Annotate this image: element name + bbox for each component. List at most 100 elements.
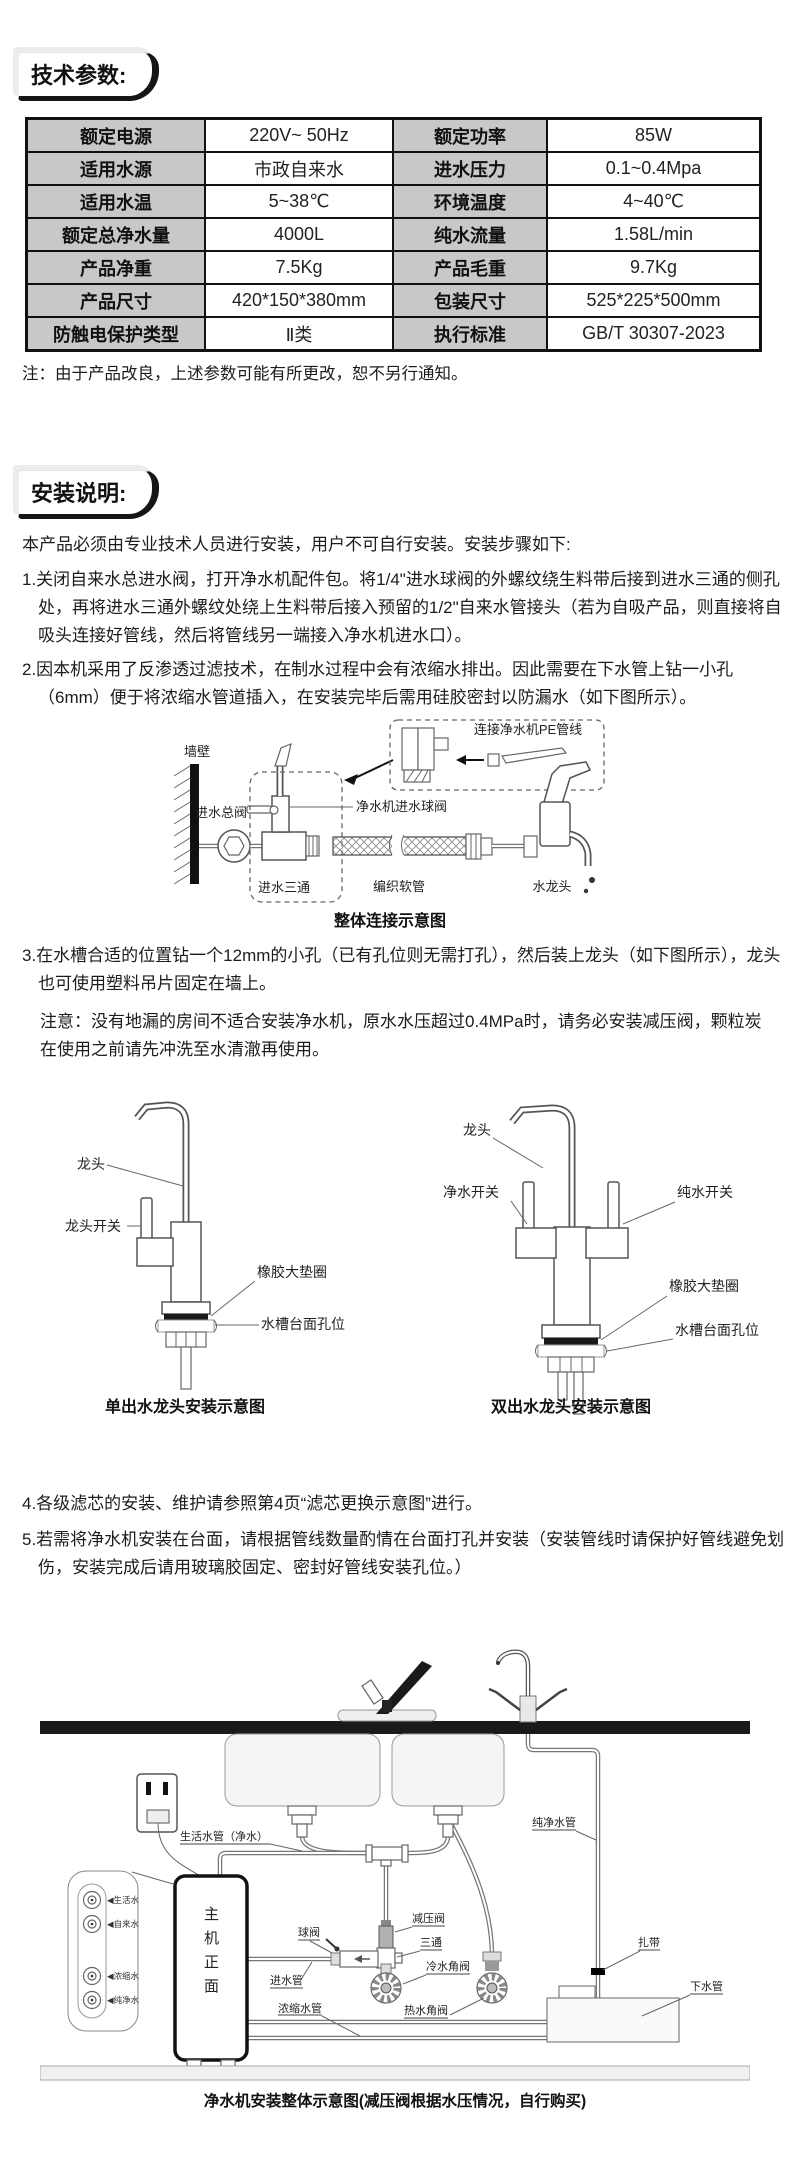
param-value: 85W: [547, 119, 760, 152]
param-label: 执行标准: [393, 317, 547, 350]
purer-switch-label: 纯水开关: [677, 1184, 733, 1200]
life-pipe-label: 生活水管（净水）: [180, 1829, 268, 1843]
install-step-4: 4.各级滤芯的安装、维护请参照第4页“滤芯更换示意图”进行。: [22, 1494, 482, 1513]
main-valve-label: 进水总阀: [195, 805, 247, 820]
pure-pipe-label: 纯净水管: [532, 1815, 576, 1829]
param-value: 0.1~0.4Mpa: [547, 152, 760, 185]
param-label: 额定总净水量: [27, 218, 205, 251]
param-label: 包装尺寸: [393, 284, 547, 317]
spout-label: 龙头: [463, 1122, 491, 1138]
spout-label: 龙头: [77, 1156, 105, 1172]
tie-label: 扎带: [638, 1935, 660, 1949]
param-value: 4000L: [205, 218, 393, 251]
param-label: 产品净重: [27, 251, 205, 284]
tee-label: 三通: [420, 1936, 442, 1949]
param-label: 防触电保护类型: [27, 317, 205, 350]
install-step-3: 3.在水槽合适的位置钻一个12mm的小孔（已有孔位则无需打孔），然后装上龙头（如…: [22, 946, 781, 993]
pressure-reducer-valve: [378, 1920, 394, 1949]
param-value: GB/T 30307-2023: [547, 317, 760, 350]
counter-hole-label: 水槽台面孔位: [261, 1316, 345, 1332]
wall: 墙壁: [173, 744, 210, 885]
param-label: 产品毛重: [393, 251, 547, 284]
install-title: 安装说明:: [18, 470, 160, 519]
tee-fitting: [376, 1947, 403, 1969]
port-label-life: ◀生活水: [107, 1895, 140, 1905]
param-value: 525*225*500mm: [547, 284, 760, 317]
param-value: 220V~ 50Hz: [205, 119, 393, 152]
param-label: 额定电源: [27, 119, 205, 152]
port-label-pure: ◀纯净水: [107, 1995, 140, 2005]
reducer-label: 减压阀: [412, 1911, 445, 1925]
single-faucet-caption: 单出水龙头安装示意图: [105, 1397, 265, 1416]
param-label: 环境温度: [393, 185, 547, 218]
pure-switch-label: 净水开关: [443, 1184, 499, 1200]
faucet-diagrams: 龙头 龙头开关 橡胶大垫圈 水槽台面孔位 单出水龙头安装示意图: [25, 1072, 765, 1422]
double-outlet-faucet: 龙头 净水开关 纯水开关 橡胶大垫圈 水槽台面孔位 双出水龙头安装示意图: [443, 1104, 759, 1416]
countertop: [40, 1721, 750, 1734]
single-outlet-faucet: 龙头 龙头开关 橡胶大垫圈 水槽台面孔位 单出水龙头安装示意图: [65, 1101, 345, 1416]
tech-params-title: 技术参数:: [18, 52, 160, 101]
tap-faucet: 水龙头: [465, 761, 595, 894]
pe-line-callout: 连接净水机PE管线: [344, 719, 605, 791]
gasket-label: 橡胶大垫圈: [669, 1278, 739, 1294]
sink-tee-fitting: [365, 1844, 409, 1867]
main-inlet-valve: 进水总阀: [195, 805, 251, 863]
ball-valve-label: 净水机进水球阀: [356, 799, 447, 814]
param-label: 产品尺寸: [27, 284, 205, 317]
switch-label: 龙头开关: [65, 1218, 121, 1234]
purifier-faucet: [488, 1649, 568, 1723]
diagram3-labels: 生活水管（净水） 纯净水管 球阀 减压阀 三通 进水管 冷水角阀 热水角阀 浓缩…: [180, 1815, 723, 2037]
ball-valve-label: 球阀: [298, 1925, 320, 1939]
inlet-pipe-label: 进水管: [270, 1973, 303, 1987]
ball-valve: [325, 1938, 379, 1968]
diagram3-caption: 净水机安装整体示意图(减压阀根据水压情况，自行购买): [204, 2091, 586, 2110]
cold-valve-label: 冷水角阀: [426, 1959, 470, 1973]
main-unit: [173, 1874, 249, 2067]
counter-hole-label: 水槽台面孔位: [675, 1322, 759, 1338]
main-unit-label: 主机正面: [202, 1906, 219, 2002]
param-value: Ⅱ类: [205, 317, 393, 350]
param-value: 1.58L/min: [547, 218, 760, 251]
install-step-1: 1.关闭自来水总进水阀，打开净水机配件包。将1/4"进水球阀的外螺纹绕生料带后接…: [22, 570, 782, 645]
param-value: 7.5Kg: [205, 251, 393, 284]
cold-angle-valve: [370, 1963, 402, 2004]
param-value: 420*150*380mm: [205, 284, 393, 317]
overall-connection-diagram: 墙壁 进水总阀 进水三通 净水机进水球阀: [100, 714, 660, 941]
param-value: 市政自来水: [205, 152, 393, 185]
double-faucet-caption: 双出水龙头安装示意图: [491, 1397, 651, 1416]
tee-label: 进水三通: [258, 880, 310, 895]
install-intro: 本产品必须由专业技术人员进行安装，用户不可自行安装。安装步骤如下:: [22, 535, 571, 554]
port-label-conc: ◀浓缩水: [107, 1971, 140, 1981]
inlet-tee-assembly: 进水三通 净水机进水球阀: [246, 743, 447, 903]
param-label: 纯水流量: [393, 218, 547, 251]
param-value: 5~38℃: [205, 185, 393, 218]
wall-label: 墙壁: [184, 744, 210, 759]
param-label: 额定功率: [393, 119, 547, 152]
param-value: 9.7Kg: [547, 251, 760, 284]
install-step-3-note: 注意：没有地漏的房间不适合安装净水机，原水水压超过0.4MPa时，请务必安装减压…: [40, 1012, 762, 1059]
back-panel: ◀生活水 ◀自来水 ◀浓缩水 ◀纯净水: [67, 1870, 174, 2032]
drain-assembly: [546, 1968, 680, 2043]
drain-label: 下水管: [690, 1979, 723, 1993]
install-step-5: 5.若需将净水机安装在台面，请根据管线数量酌情在台面打孔并安装（安装管线时请保护…: [22, 1530, 785, 1577]
diagram1-caption: 整体连接示意图: [333, 911, 446, 930]
param-label: 进水压力: [393, 152, 547, 185]
port-label-tap: ◀自来水: [107, 1919, 140, 1929]
braided-hose: 编织软管: [332, 833, 467, 894]
sink-basins: [224, 1733, 505, 1838]
param-label: 适用水温: [27, 185, 205, 218]
gasket-label: 橡胶大垫圈: [257, 1264, 327, 1280]
param-value: 4~40℃: [547, 185, 760, 218]
tech-params-table: 额定电源 220V~ 50Hz 额定功率 85W 适用水源 市政自来水 进水压力…: [25, 117, 762, 352]
param-label: 适用水源: [27, 152, 205, 185]
kitchen-faucet: [337, 1661, 437, 1722]
install-step-2: 2.因本机采用了反渗透过滤技术，在制水过程中会有浓缩水排出。因此需要在下水管上钻…: [22, 660, 734, 707]
pe-line-label: 连接净水机PE管线: [474, 722, 582, 737]
whole-installation-diagram: ◀生活水 ◀自来水 ◀浓缩水 ◀纯净水 生活水管（净水） 纯净水管 球阀 减压阀…: [39, 1626, 751, 2126]
hot-angle-valve: [476, 1951, 508, 2004]
faucet-label: 水龙头: [532, 879, 571, 894]
floor: [39, 2065, 751, 2081]
power-socket: [136, 1773, 204, 1879]
conc-pipe-label: 浓缩水管: [278, 2001, 322, 2015]
